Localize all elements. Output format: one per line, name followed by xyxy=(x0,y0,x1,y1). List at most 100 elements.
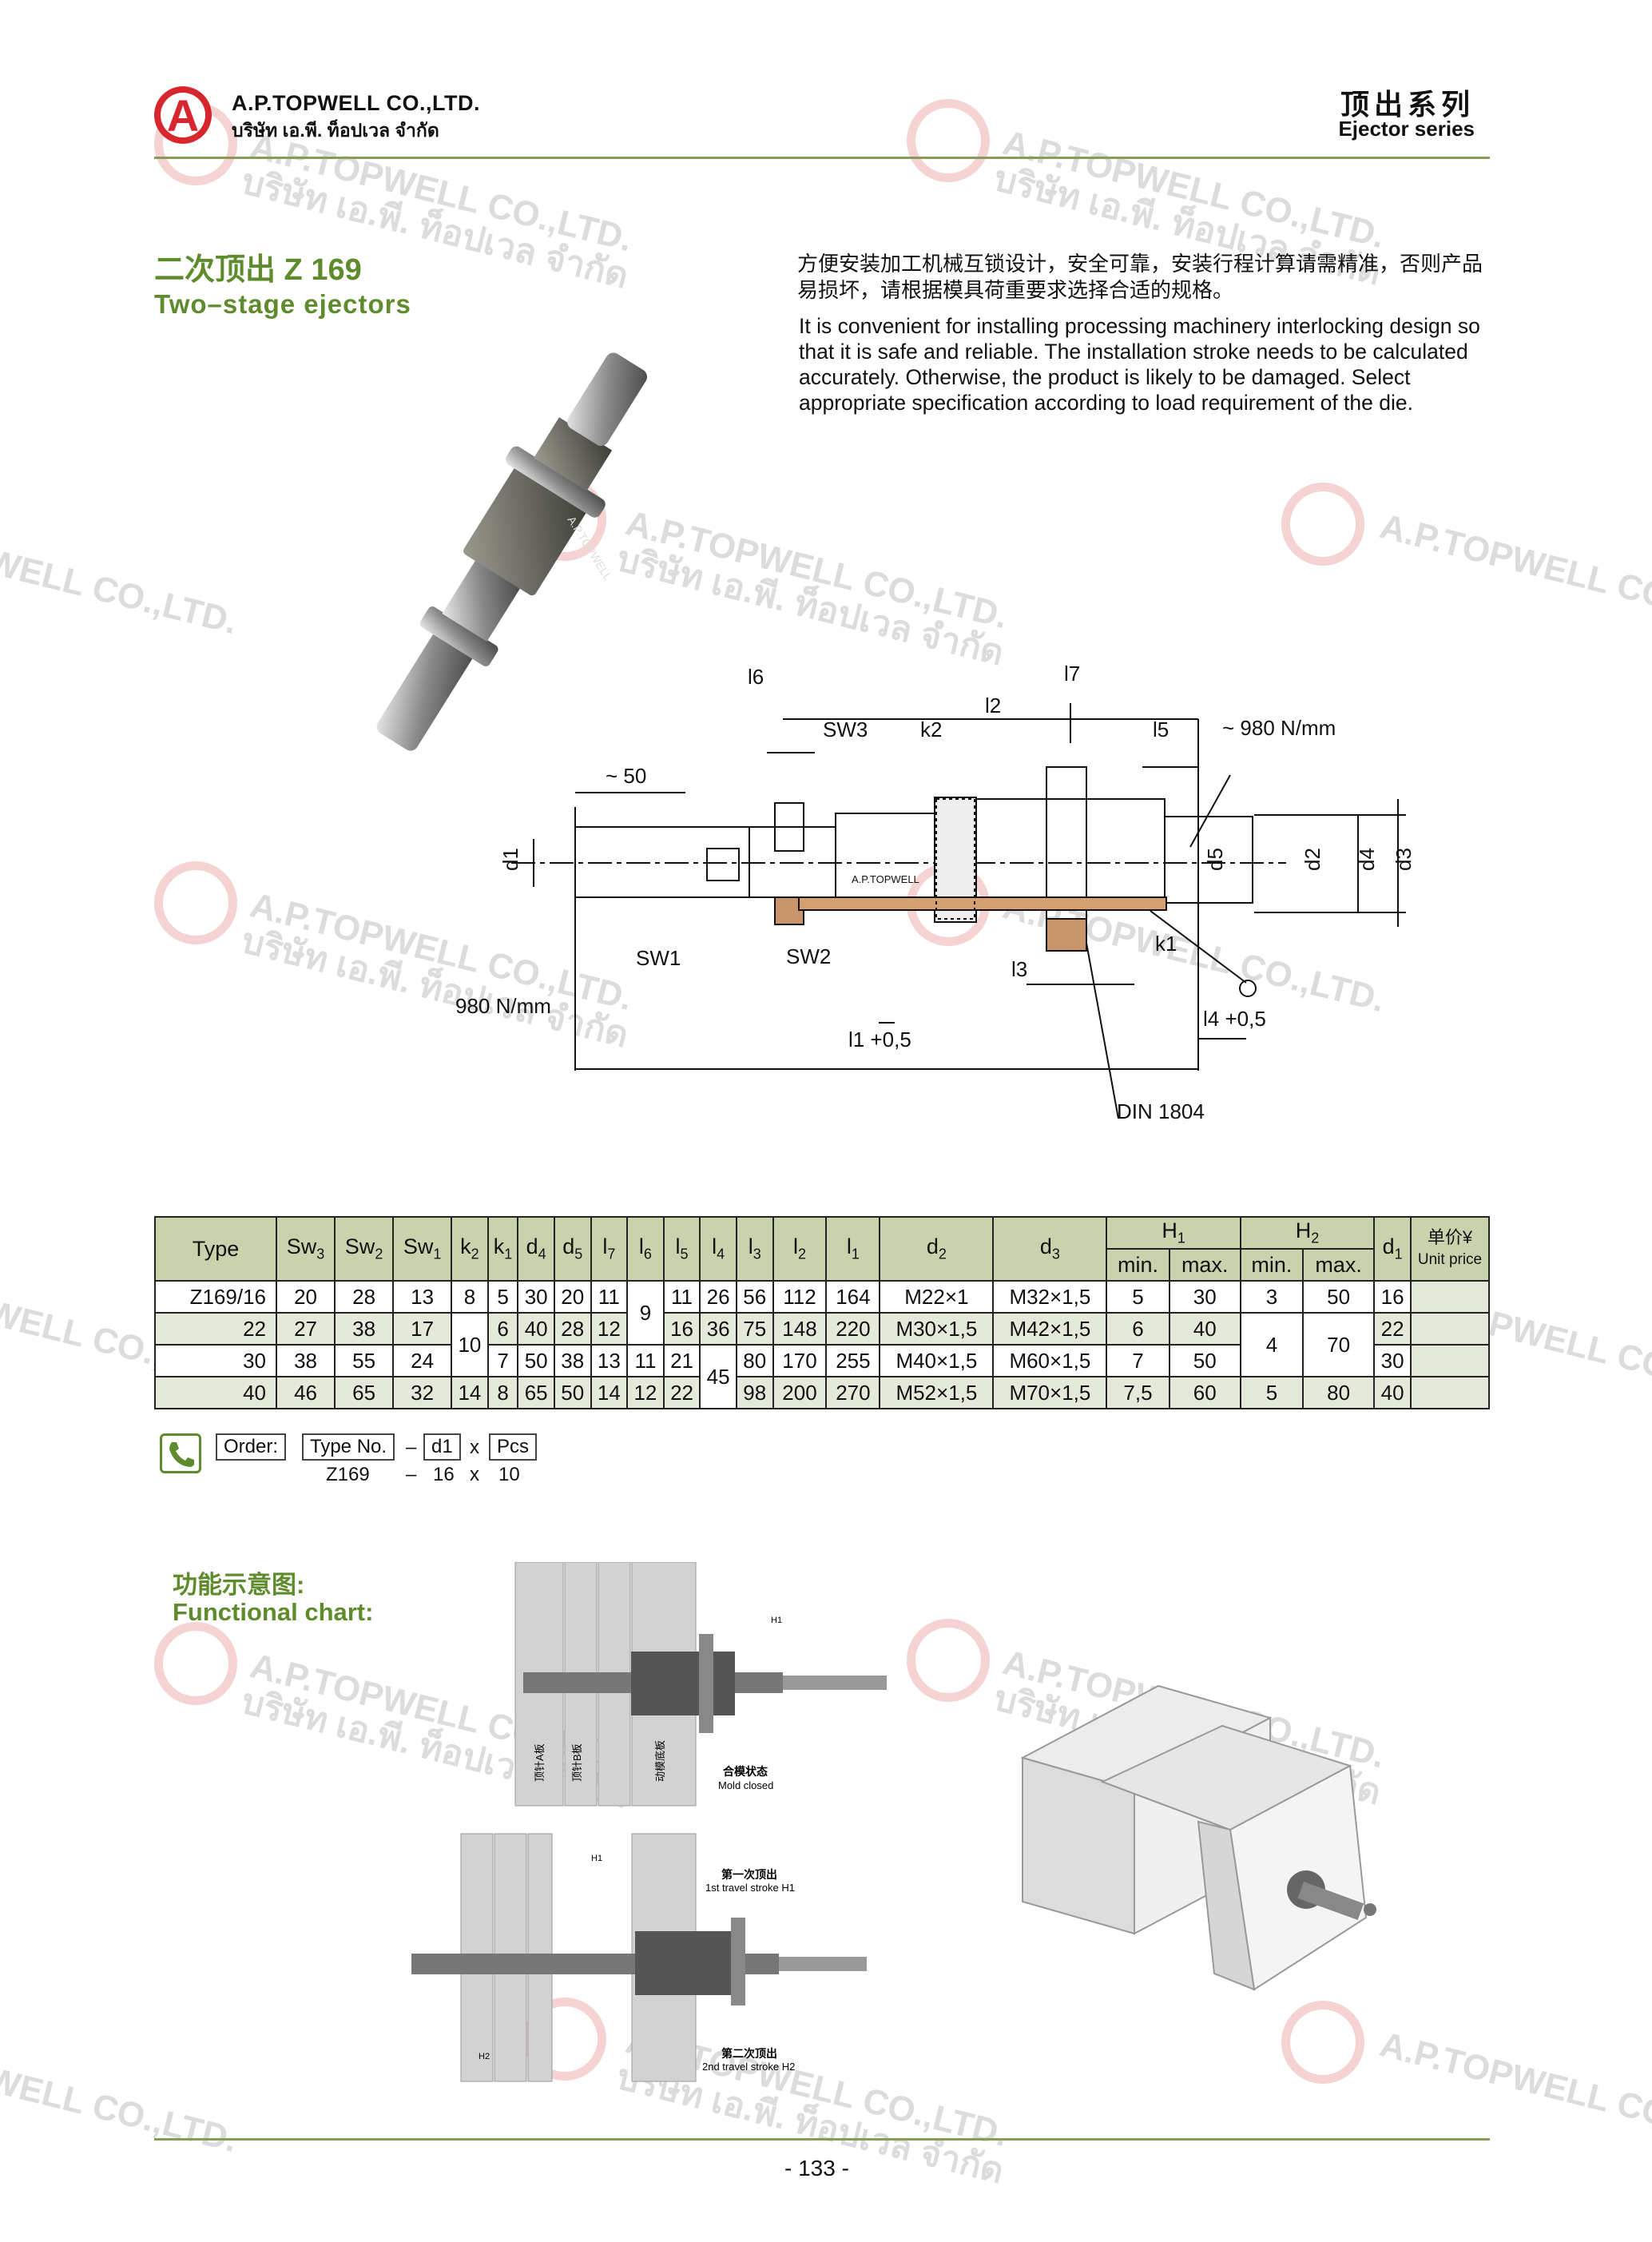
state2-cn: 第一次顶出 xyxy=(721,1868,777,1881)
watermark-logo-icon xyxy=(1281,483,1364,566)
mold-illustration xyxy=(1020,1684,1376,1991)
header-k2: k2 xyxy=(451,1216,489,1282)
cell-h1-max: 30 xyxy=(1168,1280,1241,1314)
cell-k1: 5 xyxy=(486,1280,519,1314)
dim-k2: k2 xyxy=(920,718,942,741)
order-example-x: x xyxy=(470,1464,479,1485)
cell-k1: 7 xyxy=(486,1344,519,1377)
company-name: A.P.TOPWELL CO.,LTD. xyxy=(232,91,481,115)
dim-l2: l2 xyxy=(985,694,1001,718)
cell-d3: M32×1,5 xyxy=(992,1280,1108,1314)
header-sw1: Sw1 xyxy=(392,1216,453,1282)
technical-drawing: l2 l6 l7 l5 SW3 k2 ~ 980 N/mm ~ 50 d1 d5… xyxy=(455,662,1416,1123)
cell-sw2: 38 xyxy=(334,1312,395,1346)
watermark-text: A.P.TOPWELL CO.,LTD. xyxy=(1376,2025,1652,2158)
dim-l5: l5 xyxy=(1153,718,1169,741)
dim-l7: l7 xyxy=(1064,662,1080,686)
cell-type: 30 xyxy=(154,1344,277,1377)
dim-l3: l3 xyxy=(1011,957,1027,981)
cell-l3: 75 xyxy=(735,1312,774,1346)
cell-l3: 80 xyxy=(735,1344,774,1377)
product-title-en: Two–stage ejectors xyxy=(154,289,411,319)
state3-en: 2nd travel stroke H2 xyxy=(702,2061,795,2073)
state3-cn: 第二次顶出 xyxy=(721,2047,777,2060)
watermark-logo-icon xyxy=(907,1619,990,1702)
cell-d1: 30 xyxy=(1373,1344,1412,1377)
cell-d3: M70×1,5 xyxy=(992,1376,1108,1409)
cell-d5: 20 xyxy=(553,1280,592,1314)
cell-d4: 65 xyxy=(517,1376,555,1409)
order-pcs: Pcs xyxy=(489,1433,538,1461)
header-h2: H2 xyxy=(1239,1216,1376,1250)
cell-sw3: 20 xyxy=(275,1280,336,1314)
cell-k2: 8 xyxy=(451,1280,489,1314)
cell-d4: 50 xyxy=(517,1344,555,1377)
drawing-marking: A.P.TOPWELL xyxy=(852,873,919,885)
header-l5: l5 xyxy=(662,1216,701,1282)
cell-l3: 56 xyxy=(735,1280,774,1314)
watermark-logo-icon xyxy=(154,861,237,944)
cell-sw3: 27 xyxy=(275,1312,336,1346)
order-label: Order: xyxy=(216,1433,287,1461)
cell-l7: 14 xyxy=(590,1376,629,1409)
product-description-cn: 方便安装加工机械互锁设计，安全可靠，安装行程计算请需精准，否则产品易损坏，请根据… xyxy=(797,252,1483,302)
header-l4: l4 xyxy=(699,1216,737,1282)
dim-d3: d3 xyxy=(1392,848,1416,871)
order-example-pcs: 10 xyxy=(498,1464,520,1485)
cell-l2: 148 xyxy=(772,1312,828,1346)
cell-h2-max: 70 xyxy=(1302,1312,1376,1377)
dim-sw1: SW1 xyxy=(636,946,681,970)
logo-letter: A xyxy=(166,90,200,141)
table-row: 30 38 55 24 7 50 38 13 11 21 45 80 170 2… xyxy=(154,1344,1490,1409)
cell-l7: 13 xyxy=(590,1344,629,1377)
cell-d2: M30×1,5 xyxy=(879,1312,995,1346)
header-unit-price: 单价¥Unit price xyxy=(1410,1216,1490,1282)
cell-unit-price xyxy=(1410,1280,1490,1314)
cell-h2-min: 5 xyxy=(1239,1376,1305,1409)
cell-k2: 14 xyxy=(451,1376,489,1409)
order-example-type: Z169 xyxy=(326,1464,370,1485)
table-row: 22 27 38 17 10 6 40 28 12 16 36 75 148 2… xyxy=(154,1312,1490,1377)
header-l7: l7 xyxy=(590,1216,629,1282)
cell-k2: 10 xyxy=(451,1312,489,1377)
cell-sw3: 46 xyxy=(275,1376,336,1409)
header-type: Type xyxy=(154,1216,277,1282)
dim-approx-50: ~ 50 xyxy=(606,764,646,788)
cell-unit-price xyxy=(1410,1344,1490,1377)
cell-sw1: 17 xyxy=(392,1312,453,1346)
cell-l1: 255 xyxy=(825,1344,881,1377)
cell-h1-min: 6 xyxy=(1106,1312,1170,1346)
plate-b-label: 顶针B板 xyxy=(571,1743,583,1782)
state1-cn: 合模状态 xyxy=(723,1765,768,1778)
state2-en: 1st travel stroke H1 xyxy=(705,1882,795,1894)
cell-unit-price xyxy=(1410,1376,1490,1409)
cell-l7: 11 xyxy=(590,1280,629,1314)
header-h1-min: min. xyxy=(1106,1248,1170,1282)
cell-d3: M60×1,5 xyxy=(992,1344,1108,1377)
cell-sw2: 28 xyxy=(334,1280,395,1314)
cell-l6: 11 xyxy=(626,1344,665,1377)
phone-icon xyxy=(160,1433,201,1473)
watermark-text: WELL CO.,LTD. xyxy=(0,542,241,642)
header-sw2: Sw2 xyxy=(334,1216,395,1282)
cell-sw1: 24 xyxy=(392,1344,453,1377)
cell-h1-max: 60 xyxy=(1168,1376,1241,1409)
cell-sw2: 65 xyxy=(334,1376,395,1409)
force-bottom: 980 N/mm xyxy=(455,994,551,1018)
cell-l4: 45 xyxy=(699,1344,737,1409)
cell-l6: 9 xyxy=(626,1280,665,1346)
h2-stroke-marker: H2 xyxy=(479,2052,490,2061)
cell-d3: M42×1,5 xyxy=(992,1312,1108,1346)
header-d5: d5 xyxy=(553,1216,592,1282)
header-l1: l1 xyxy=(825,1216,881,1282)
cell-l5: 16 xyxy=(662,1312,701,1346)
dim-l4: l4 +0,5 xyxy=(1203,1007,1266,1031)
dim-sw3: SW3 xyxy=(823,718,868,741)
cell-sw3: 38 xyxy=(275,1344,336,1377)
din-standard: DIN 1804 xyxy=(1117,1099,1205,1123)
plate-a-label: 顶针A板 xyxy=(534,1743,546,1782)
header-d2: d2 xyxy=(879,1216,995,1282)
cell-d5: 38 xyxy=(553,1344,592,1377)
header-l6: l6 xyxy=(626,1216,665,1282)
plate-base-label: 动模底板 xyxy=(654,1740,666,1782)
